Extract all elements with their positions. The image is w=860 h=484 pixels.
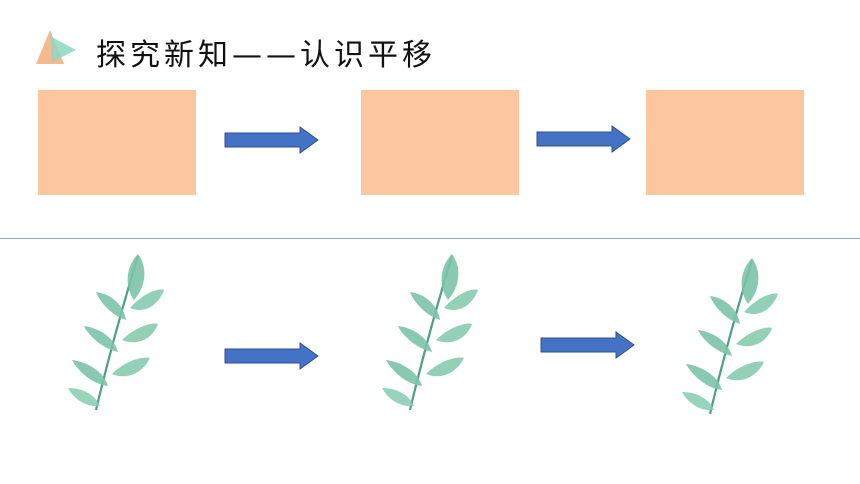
page-title: 探究新知——认识平移 (96, 38, 436, 73)
triangle-logo-icon (36, 30, 76, 64)
right-arrow-icon (224, 342, 319, 370)
divider-line (0, 238, 860, 239)
leaf-sprig-icon (380, 252, 480, 412)
rectangle-shape-1 (38, 90, 196, 195)
leaf-sprig-icon (680, 256, 780, 416)
right-arrow-icon (224, 126, 319, 154)
right-arrow-icon (536, 125, 631, 153)
rectangle-shape-3 (646, 90, 804, 195)
right-arrow-icon (540, 331, 635, 359)
leaf-sprig-icon (66, 252, 166, 412)
rectangle-shape-2 (361, 90, 519, 195)
